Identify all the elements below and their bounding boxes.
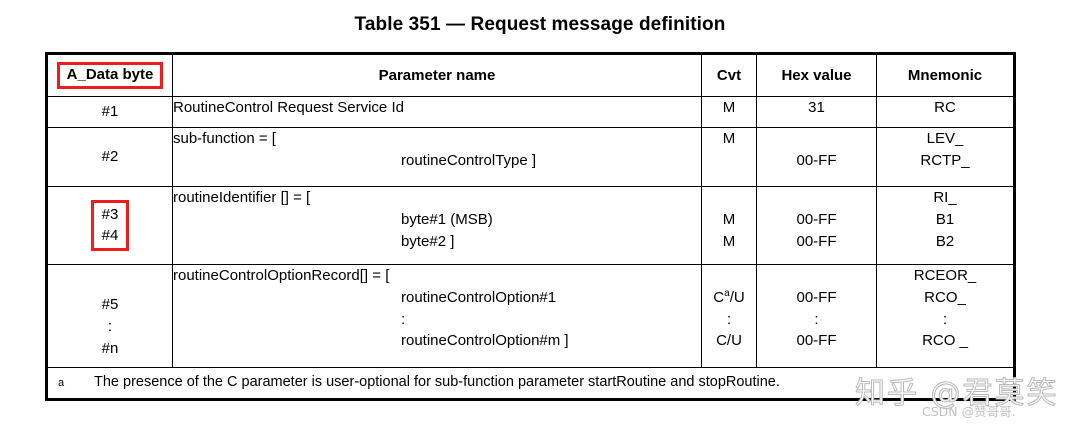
csdn-watermark: CSDN @赞哥哥. (922, 404, 1016, 419)
param-line: byte#2 ] (401, 232, 455, 250)
row-hex-cell: 00-FF (756, 127, 877, 187)
param-line: byte#1 (MSB) (401, 210, 493, 228)
hex-line: 00-FF (796, 288, 837, 306)
table-row: #1 RoutineControl Request Service Id M 3… (46, 96, 1015, 128)
cvt-line: C/U (716, 332, 742, 350)
byte-highlight-box: #3 #4 (90, 200, 130, 251)
cvt-line: M (722, 232, 736, 250)
row-parameter-cell: sub-function = [ routineControlType ] (172, 127, 702, 187)
byte-line: #n (101, 339, 119, 357)
row-hex-cell: 31 (756, 96, 877, 128)
table-header-row: A_Data byte Parameter name Cvt Hex value… (46, 53, 1015, 97)
param-line: routineControlType ] (401, 151, 537, 169)
byte-line: #5 (101, 296, 119, 314)
table-row: #2 sub-function = [ routineControlType ]… (46, 127, 1015, 187)
param-line: RoutineControl Request Service Id (173, 99, 404, 116)
mnemonic-line: B2 (935, 232, 955, 250)
cvt-line-with-footnote: Ca/U (713, 287, 745, 306)
header-label-hex: Hex value (781, 66, 852, 84)
row-hex-cell: 00-FF 00-FF (756, 186, 877, 265)
cvt-line: M (722, 99, 736, 116)
table-footnote-row: a The presence of the C parameter is use… (46, 367, 1015, 400)
hex-line: 00-FF (796, 210, 837, 228)
hex-line: 00-FF (796, 232, 837, 250)
mnemonic-line: RC (934, 99, 956, 116)
row-mnemonic-cell: LEV_ RCTP_ (876, 127, 1015, 187)
param-line: sub-function = [ (173, 130, 276, 147)
mnemonic-line: RI_ (933, 189, 957, 206)
table-row: #5 : #n routineControlOptionRecord[] = [… (46, 264, 1015, 368)
header-label-cvt: Cvt (716, 66, 742, 84)
row-cvt-cell: M (701, 96, 757, 128)
request-message-table: A_Data byte Parameter name Cvt Hex value… (45, 52, 1016, 401)
row-cvt-cell: Ca/U : C/U (701, 264, 757, 368)
byte-header-highlight: A_Data byte (56, 62, 164, 89)
hex-line: 00-FF (796, 151, 837, 169)
header-cell-parameter: Parameter name (172, 53, 702, 97)
byte-line: : (107, 318, 113, 335)
param-line: routineControlOption#m ] (401, 332, 569, 350)
byte-line: #1 (101, 103, 119, 121)
row-parameter-cell: RoutineControl Request Service Id (172, 96, 702, 128)
hex-line: : (814, 310, 819, 328)
page-title: Table 351 — Request message definition (354, 14, 726, 35)
byte-line: #2 (101, 148, 119, 166)
table-row: #3 #4 routineIdentifier [] = [ byte#1 (M… (46, 186, 1015, 265)
row-cvt-cell: M M (701, 186, 757, 265)
mnemonic-line: : (942, 310, 948, 328)
header-cell-byte: A_Data byte (46, 53, 173, 97)
footnote-ref: a (724, 287, 730, 299)
mnemonic-line: LEV_ (926, 130, 964, 147)
footnote-cell: a The presence of the C parameter is use… (46, 367, 1015, 400)
row-mnemonic-cell: RI_ B1 B2 (876, 186, 1015, 265)
header-cell-cvt: Cvt (701, 53, 757, 97)
row-cvt-cell: M (701, 127, 757, 187)
row-byte-cell: #1 (46, 96, 173, 128)
row-parameter-cell: routineControlOptionRecord[] = [ routine… (172, 264, 702, 368)
hex-line: 31 (808, 99, 825, 116)
row-mnemonic-cell: RC (876, 96, 1015, 128)
mnemonic-line: B1 (935, 210, 955, 228)
row-mnemonic-cell: RCEOR_ RCO_ : RCO _ (876, 264, 1015, 368)
row-hex-cell: 00-FF : 00-FF (756, 264, 877, 368)
row-byte-cell: #2 (46, 127, 173, 187)
header-cell-hex: Hex value (756, 53, 877, 97)
row-parameter-cell: routineIdentifier [] = [ byte#1 (MSB) by… (172, 186, 702, 265)
mnemonic-line: RCTP_ (920, 151, 970, 169)
byte-line: #4 (101, 227, 119, 244)
param-line: routineControlOption#1 (401, 288, 557, 306)
cvt-line: : (726, 310, 732, 328)
cvt-line: M (722, 210, 736, 228)
footnote-marker: a (58, 377, 65, 389)
hex-line: 00-FF (796, 332, 837, 350)
footnote-text: The presence of the C parameter is user-… (94, 374, 780, 390)
param-line: : (401, 310, 406, 328)
header-label-byte: A_Data byte (66, 66, 154, 84)
header-label-mnemonic: Mnemonic (907, 66, 983, 84)
row-byte-cell: #3 #4 (46, 186, 173, 265)
param-line: routineControlOptionRecord[] = [ (173, 267, 390, 284)
param-line: routineIdentifier [] = [ (173, 189, 311, 206)
header-label-parameter: Parameter name (378, 66, 496, 84)
byte-line: #3 (101, 206, 119, 223)
header-cell-mnemonic: Mnemonic (876, 53, 1015, 97)
mnemonic-line: RCEOR_ (913, 267, 977, 284)
cvt-line: M (722, 130, 736, 147)
mnemonic-line: RCO_ (924, 288, 966, 306)
mnemonic-line: RCO _ (922, 332, 968, 350)
row-byte-cell: #5 : #n (46, 264, 173, 368)
